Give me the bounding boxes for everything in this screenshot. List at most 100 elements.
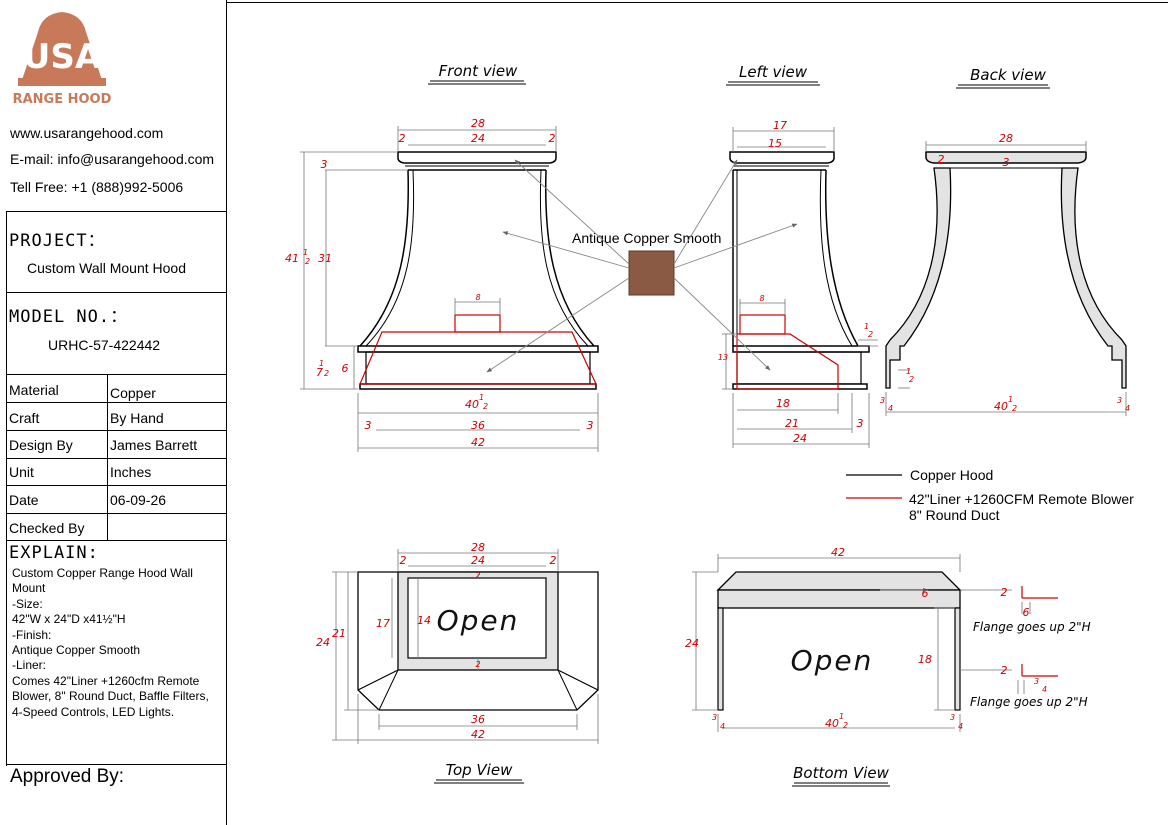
explain-line: 42"W x 24"D x41½"H xyxy=(12,612,126,627)
spec-label-material: Material xyxy=(9,382,59,398)
legend-liner-label: 42"Liner +1260CFM Remote Blower xyxy=(909,491,1134,507)
dim-label: 17 xyxy=(376,617,390,630)
dim-label: 3 xyxy=(587,419,594,432)
dim-qtr-den: 4 xyxy=(958,722,963,731)
divider xyxy=(6,402,226,403)
dim-half-den: 2 xyxy=(1012,404,1017,413)
dim-half-num: 1 xyxy=(479,393,484,402)
dim-half-den: 2 xyxy=(305,257,310,266)
website-text: www.usarangehood.com xyxy=(10,125,164,141)
dim-qtr-num: 3 xyxy=(880,396,885,405)
spec-label-checked-by: Checked By xyxy=(9,520,85,536)
dim-label: 24 xyxy=(471,554,485,567)
dim-label: 2 xyxy=(400,554,407,567)
dim-label: 14 xyxy=(417,614,431,627)
dim-label: 7 xyxy=(316,366,323,379)
dim-label: 36 xyxy=(471,713,485,726)
approved-by-label: Approved By: xyxy=(10,766,125,787)
dim-label: 6 xyxy=(922,587,929,600)
dim-label: 15 xyxy=(768,137,782,150)
divider xyxy=(6,764,226,765)
logo-letters: USA xyxy=(23,37,102,77)
front-view: Front view 28 24 xyxy=(285,62,599,452)
dim-label: 2 xyxy=(549,132,556,145)
dim-half-num: 1 xyxy=(906,367,911,376)
explain-line: Custom Copper Range Hood Wall xyxy=(12,566,193,580)
dim-label: 6 xyxy=(1023,606,1030,619)
dim-label: 40 xyxy=(465,398,479,411)
dim-half-num: 1 xyxy=(864,322,869,331)
explain-line: -Finish: xyxy=(12,627,52,642)
dim-qtr-num: 3 xyxy=(1117,396,1122,405)
dim-label: 42 xyxy=(471,436,485,449)
finish-label: Antique Copper Smooth xyxy=(572,230,721,246)
explain-line: -Size: xyxy=(12,596,43,611)
dim-label: 24 xyxy=(793,432,807,445)
spec-label-unit: Unit xyxy=(9,464,34,480)
explain-line: Mount xyxy=(12,581,46,596)
dim-label: 28 xyxy=(471,117,485,130)
dim-qtr-den: 4 xyxy=(1042,685,1047,694)
divider xyxy=(6,513,226,514)
dim-qtr-num: 3 xyxy=(1034,677,1039,686)
dim-label: 8 xyxy=(475,293,480,302)
explain-line: Antique Copper Smooth xyxy=(12,643,141,658)
dim-qtr-num: 3 xyxy=(950,713,955,722)
model-label: MODEL NO.： xyxy=(9,307,129,327)
dim-qtr-den: 4 xyxy=(720,722,725,731)
dim-label: 17 xyxy=(773,119,787,132)
model-value: URHC-57-422442 xyxy=(48,337,161,353)
spec-value-unit: Inches xyxy=(110,464,152,480)
explain-label: EXPLAIN: xyxy=(9,543,99,563)
divider xyxy=(6,430,226,431)
drawing-frame xyxy=(226,2,1168,3)
top-view: Open 28 24 2 2 2 2 17 14 24 21 36 42 Top… xyxy=(316,541,599,784)
usa-range-hood-logo: USA RANGE HOOD xyxy=(13,12,112,106)
dim-label: 3 xyxy=(1003,156,1010,169)
dim-label: 42 xyxy=(831,546,845,559)
spec-value-date: 06-09-26 xyxy=(110,492,167,508)
spec-label-craft: Craft xyxy=(9,410,40,426)
title-block: USA RANGE HOOD www.usarangehood.com E-ma… xyxy=(0,0,227,825)
dim-half-den: 2 xyxy=(483,402,488,411)
divider xyxy=(6,211,226,212)
back-view-title: Back view xyxy=(970,66,1046,84)
dim-label: 2 xyxy=(399,132,406,145)
dim-label: 2 xyxy=(550,554,557,567)
left-view-title: Left view xyxy=(739,63,808,81)
divider xyxy=(6,540,226,541)
dim-label: 3 xyxy=(857,417,864,430)
dim-half-num: 1 xyxy=(303,248,308,257)
legend-copper-label: Copper Hood xyxy=(910,467,993,483)
dim-label: 36 xyxy=(471,419,485,432)
dim-half-num: 1 xyxy=(1008,395,1013,404)
dim-label: 28 xyxy=(999,132,1013,145)
logo-text: RANGE HOOD xyxy=(13,92,112,106)
explain-line: Blower, 8" Round Duct, Baffle Filters, xyxy=(12,689,209,704)
dim-label: 2 xyxy=(1001,586,1008,599)
top-view-title: Top View xyxy=(446,761,513,779)
spec-label-date: Date xyxy=(9,492,39,508)
table-column-divider xyxy=(107,374,108,540)
finish-callout: Antique Copper Smooth xyxy=(486,159,798,373)
dim-label: 8 xyxy=(759,294,764,303)
dim-label: 13 xyxy=(718,353,728,362)
divider xyxy=(6,485,226,486)
flange-note: Flange goes up 2"H xyxy=(970,695,1088,709)
dim-label: 24 xyxy=(471,132,485,145)
dim-half-den: 2 xyxy=(868,330,873,339)
left-border xyxy=(6,211,7,766)
dim-label: 2 xyxy=(1001,664,1008,677)
dim-label: 3 xyxy=(365,419,372,432)
dim-label: 41 xyxy=(285,252,299,265)
legend-duct-label: 8" Round Duct xyxy=(909,507,1000,523)
explain-line: Comes 42"Liner +1260cfm Remote xyxy=(12,673,200,688)
dim-label: 28 xyxy=(471,541,485,554)
dim-label: 6 xyxy=(342,362,349,375)
project-label: PROJECT： xyxy=(9,231,106,251)
spec-value-craft: By Hand xyxy=(110,410,164,426)
dim-qtr-den: 4 xyxy=(1125,404,1130,413)
spec-value-material: Copper xyxy=(110,385,156,401)
dim-label: 24 xyxy=(685,637,699,650)
